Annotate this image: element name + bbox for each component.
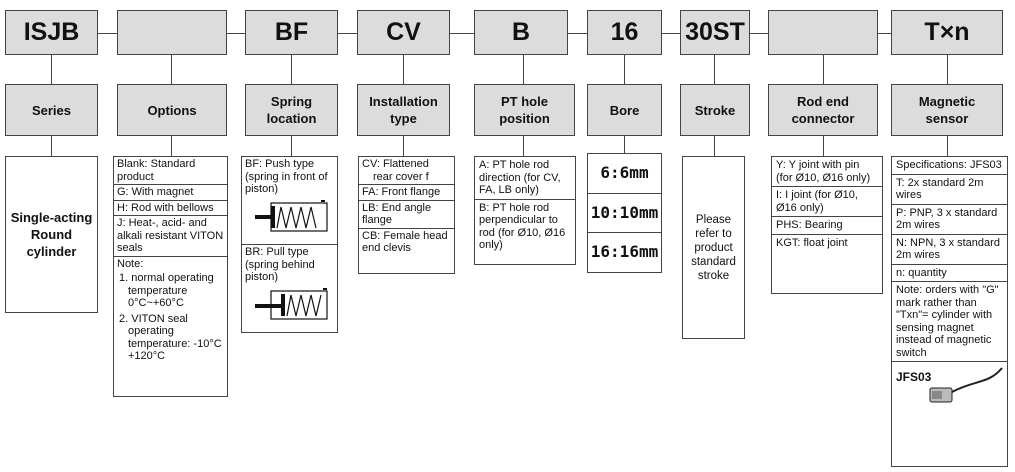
sensor-label: JFS03 [896, 370, 932, 384]
connector-line [98, 33, 117, 34]
bore-box: 6:6mm 10:10mm 16:16mm [587, 153, 662, 273]
note-item: 2. VITON seal operating temperature: -10… [119, 312, 222, 363]
connector-line [568, 33, 587, 34]
spring-box: BF: Push type (spring in front of piston… [241, 156, 338, 333]
header-series: Series [5, 84, 98, 136]
code-pthole: B [474, 10, 568, 55]
connector-line [227, 33, 245, 34]
magnetic-item: Note: orders with "G" mark rather than "… [892, 282, 1007, 362]
bore-item: 16:16mm [590, 242, 659, 262]
code-spring: BF [245, 10, 338, 55]
connector-line [823, 55, 824, 84]
code-install: CV [357, 10, 450, 55]
pthole-item: A: PT hole rod direction (for CV, FA, LB… [475, 157, 575, 200]
install-item: FA: Front flange [359, 185, 454, 201]
pthole-box: A: PT hole rod direction (for CV, FA, LB… [474, 156, 576, 265]
install-item: LB: End angle flange [359, 201, 454, 229]
code-rodend [768, 10, 878, 55]
connector-line [171, 55, 172, 84]
code-bore: 16 [587, 10, 662, 55]
magnetic-box: Specifications: JFS03 T: 2x standard 2m … [891, 156, 1008, 467]
spring-br-text: BR: Pull type (spring behind piston) [245, 246, 315, 283]
magnetic-item: n: quantity [892, 265, 1007, 282]
header-install: Installation type [357, 84, 450, 136]
connector-line [171, 136, 172, 156]
magnetic-item: Specifications: JFS03 [892, 157, 1007, 175]
header-options: Options [117, 84, 227, 136]
pthole-item: B: PT hole rod perpendicular to rod (for… [479, 201, 566, 252]
code-stroke: 30ST [680, 10, 750, 55]
install-item: CB: Female head end clevis [362, 229, 448, 255]
code-magnetic: T×n [891, 10, 1003, 55]
header-pthole: PT hole position [474, 84, 575, 136]
header-stroke: Stroke [680, 84, 750, 136]
magnetic-item: T: 2x standard 2m wires [892, 175, 1007, 205]
connector-line [662, 33, 680, 34]
stroke-box: Please refer to product standard stroke [682, 156, 745, 339]
install-box: CV: Flattened rear cover f FA: Front fla… [358, 156, 455, 274]
connector-line [947, 55, 948, 84]
connector-line [878, 33, 891, 34]
connector-line [338, 33, 357, 34]
spring-item-bf: BF: Push type (spring in front of piston… [242, 157, 337, 245]
rodend-item: PHS: Bearing [772, 217, 882, 235]
magnetic-item: P: PNP, 3 x standard 2m wires [892, 205, 1007, 235]
connector-line [523, 136, 524, 156]
rodend-item: I: I joint (for Ø10, Ø16 only) [772, 187, 882, 217]
header-rodend: Rod end connector [768, 84, 878, 136]
series-text: Single-acting Round cylinder [10, 210, 93, 259]
connector-line [403, 55, 404, 84]
rodend-item: KGT: float joint [776, 236, 848, 249]
connector-line [750, 33, 768, 34]
series-box: Single-acting Round cylinder [5, 156, 98, 313]
sensor-icon [929, 367, 1003, 403]
note-item: 1. normal operating temperature 0°C~+60°… [119, 272, 214, 309]
code-series: ISJB [5, 10, 98, 55]
connector-line [51, 136, 52, 156]
connector-line [291, 136, 292, 156]
pull-spring-icon [255, 287, 328, 320]
magnetic-item: N: NPN, 3 x standard 2m wires [892, 235, 1007, 265]
header-bore: Bore [587, 84, 662, 136]
option-item: G: With magnet [114, 185, 227, 201]
connector-line [450, 33, 474, 34]
note-title: Note: [117, 257, 144, 270]
bore-item: 10:10mm [588, 194, 661, 234]
option-item: H: Rod with bellows [114, 201, 227, 216]
connector-line [714, 55, 715, 84]
code-options [117, 10, 227, 55]
options-box: Blank: Standard product G: With magnet H… [113, 156, 228, 397]
connector-line [51, 55, 52, 84]
sensor-image-cell: JFS03 [892, 362, 1007, 418]
stroke-text: Please refer to product standard stroke [691, 213, 736, 282]
connector-line [291, 55, 292, 84]
connector-line [714, 136, 715, 156]
rodend-box: Y: Y joint with pin (for Ø10, Ø16 only) … [771, 156, 883, 294]
connector-line [403, 136, 404, 156]
push-spring-icon [255, 199, 328, 232]
connector-line [947, 136, 948, 156]
connector-line [823, 136, 824, 156]
spring-item-br: BR: Pull type (spring behind piston) [242, 245, 337, 327]
spring-bf-text: BF: Push type (spring in front of piston… [245, 158, 328, 195]
header-spring: Spring location [245, 84, 338, 136]
install-item: CV: Flattened rear cover f [359, 157, 454, 185]
option-item: J: Heat-, acid- and alkali resistant VIT… [114, 216, 227, 257]
connector-line [624, 55, 625, 84]
connector-line [624, 136, 625, 153]
option-item: Blank: Standard product [114, 157, 227, 185]
bore-item: 6:6mm [588, 154, 661, 194]
options-note: Note: 1. normal operating temperature 0°… [114, 257, 227, 364]
header-magnetic: Magnetic sensor [891, 84, 1003, 136]
connector-line [523, 55, 524, 84]
rodend-item: Y: Y joint with pin (for Ø10, Ø16 only) [772, 157, 882, 187]
